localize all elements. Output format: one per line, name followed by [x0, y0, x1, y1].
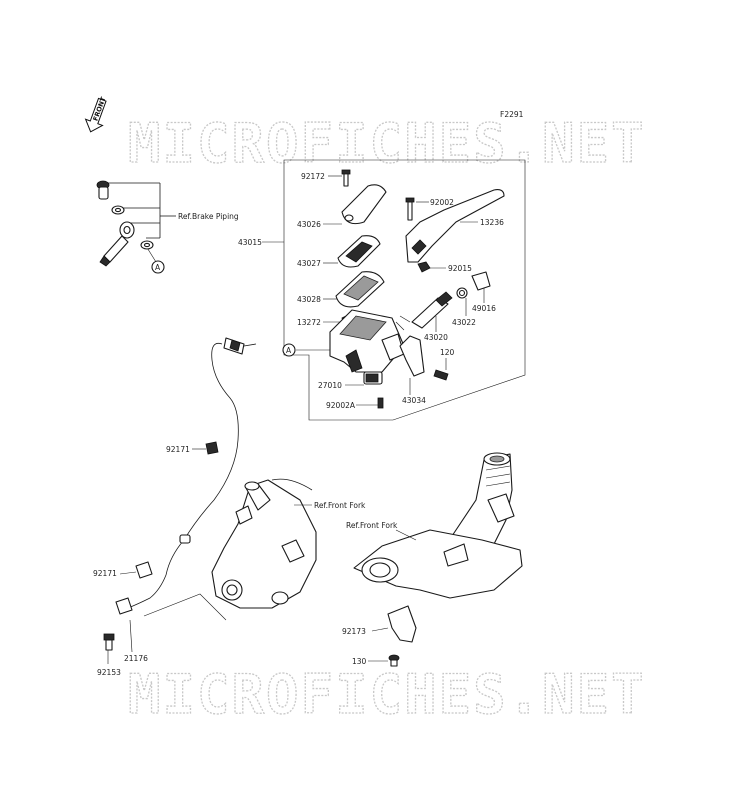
label-ref-front-fork-right: Ref.Front Fork [346, 521, 398, 530]
label-43026: 43026 [297, 220, 321, 229]
label-130: 130 [352, 657, 367, 666]
label-49016: 49016 [472, 304, 496, 313]
label-120: 120 [440, 348, 455, 357]
bolt-icon [388, 654, 400, 667]
front-arrow-icon: FRONT [84, 95, 108, 133]
screw-icon [377, 397, 384, 409]
holder-clamp-icon [399, 335, 425, 377]
label-ref-brake-piping: Ref.Brake Piping [178, 212, 239, 221]
label-92002: 92002 [430, 198, 454, 207]
banjo-bolt-icon [96, 180, 110, 200]
pivot-bolt-icon [405, 197, 415, 221]
piston-icon [395, 291, 453, 331]
front-label: FRONT [91, 95, 107, 122]
master-cylinder-body-icon [329, 309, 405, 385]
label-92173: 92173 [342, 627, 366, 636]
label-ref-front-fork-left: Ref.Front Fork [314, 501, 366, 510]
bracket-icon [387, 605, 417, 643]
label-13272: 13272 [297, 318, 321, 327]
label-43015: 43015 [238, 238, 262, 247]
label-92015: 92015 [448, 264, 472, 273]
bolt-icon [433, 369, 449, 381]
label-92153: 92153 [97, 668, 121, 677]
steering-stem-icon [353, 452, 523, 599]
label-13236: 13236 [480, 218, 504, 227]
nut-icon [417, 261, 431, 273]
label-43022: 43022 [452, 318, 476, 327]
label-43028: 43028 [297, 295, 321, 304]
bolt-icon [103, 633, 115, 651]
label-92172: 92172 [301, 172, 325, 181]
label-43027: 43027 [297, 259, 321, 268]
watermark-bottom: MICROFICHES.NET [128, 663, 646, 726]
label-21176: 21176 [124, 654, 148, 663]
brake-lever-icon [405, 189, 505, 263]
boot-icon [471, 271, 491, 291]
label-92171-lower: 92171 [93, 569, 117, 578]
front-fork-lower-icon [211, 478, 317, 609]
label-43020: 43020 [424, 333, 448, 342]
label-43034: 43034 [402, 396, 426, 405]
clamp-icon [205, 441, 219, 455]
brake-switch-icon [365, 373, 379, 383]
banjo-fitting-icon [99, 221, 135, 267]
label-92171-upper: 92171 [166, 445, 190, 454]
callout-a-left: A [155, 263, 161, 272]
watermark-top: MICROFICHES.NET [128, 112, 646, 175]
clamp-icon [135, 561, 153, 579]
brake-switch-wire [115, 337, 257, 615]
figure-code: F2291 [500, 110, 524, 119]
brake-piping-group: A Ref.Brake Piping [96, 180, 239, 274]
screw-icon [341, 169, 351, 187]
label-92002a: 92002A [326, 401, 356, 410]
label-27010: 27010 [318, 381, 342, 390]
leader-lines [296, 175, 485, 406]
callout-a-right: A [286, 346, 292, 355]
